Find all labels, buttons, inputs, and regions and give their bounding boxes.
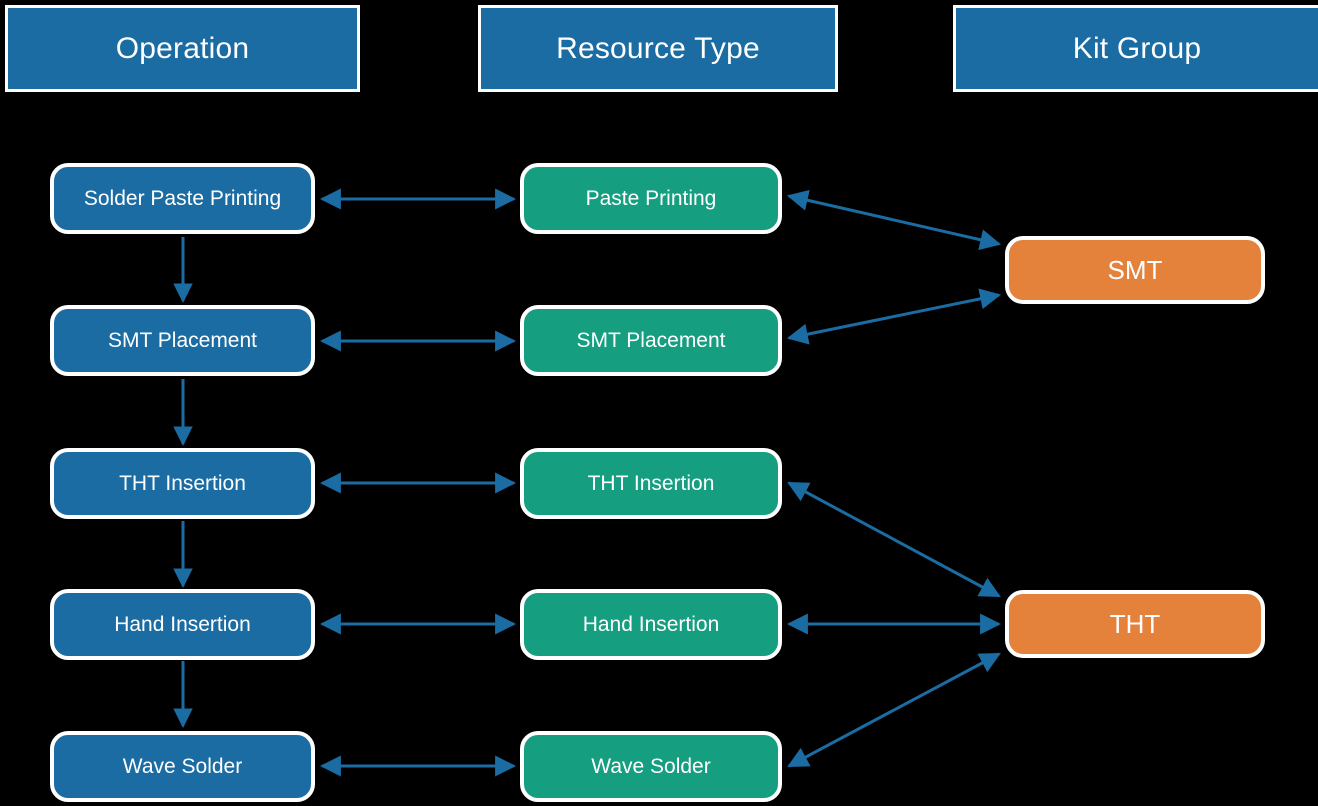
column-header-kit-group-label: Kit Group [1072, 31, 1202, 65]
node-label: Wave Solder [122, 754, 243, 778]
node-kg-smt[interactable]: SMT [1005, 236, 1265, 304]
node-label: THT Insertion [587, 471, 715, 495]
node-label: SMT Placement [576, 328, 726, 352]
node-label: Hand Insertion [582, 612, 720, 636]
edge-rt-paste-printing-to-kg-smt [786, 189, 1002, 251]
node-op-hand-insertion[interactable]: Hand Insertion [50, 589, 315, 660]
node-label: Solder Paste Printing [83, 186, 282, 210]
node-op-wave-solder[interactable]: Wave Solder [50, 731, 315, 802]
edge-rt-tht-insertion-to-kg-tht [787, 481, 1001, 598]
node-label: SMT [1107, 254, 1163, 285]
column-header-resource-type: Resource Type [478, 5, 838, 92]
node-rt-paste-printing[interactable]: Paste Printing [520, 163, 782, 234]
node-op-solder-paste-printing[interactable]: Solder Paste Printing [50, 163, 315, 234]
node-rt-smt-placement[interactable]: SMT Placement [520, 305, 782, 376]
column-header-operation-label: Operation [115, 31, 250, 65]
node-rt-wave-solder[interactable]: Wave Solder [520, 731, 782, 802]
node-label: SMT Placement [108, 328, 257, 352]
node-label: Hand Insertion [114, 612, 251, 636]
node-label: THT [1109, 608, 1161, 639]
edge-rt-wave-solder-to-kg-tht [787, 652, 1001, 768]
node-op-smt-placement[interactable]: SMT Placement [50, 305, 315, 376]
column-header-kit-group: Kit Group [953, 5, 1318, 92]
node-label: THT Insertion [119, 471, 246, 495]
node-label: Wave Solder [591, 754, 711, 778]
edge-rt-smt-placement-to-kg-smt [786, 288, 1002, 345]
node-label: Paste Printing [585, 186, 717, 210]
node-op-tht-insertion[interactable]: THT Insertion [50, 448, 315, 519]
node-kg-tht[interactable]: THT [1005, 590, 1265, 658]
node-rt-tht-insertion[interactable]: THT Insertion [520, 448, 782, 519]
column-header-resource-type-label: Resource Type [556, 31, 760, 65]
node-rt-hand-insertion[interactable]: Hand Insertion [520, 589, 782, 660]
column-header-operation: Operation [5, 5, 360, 92]
